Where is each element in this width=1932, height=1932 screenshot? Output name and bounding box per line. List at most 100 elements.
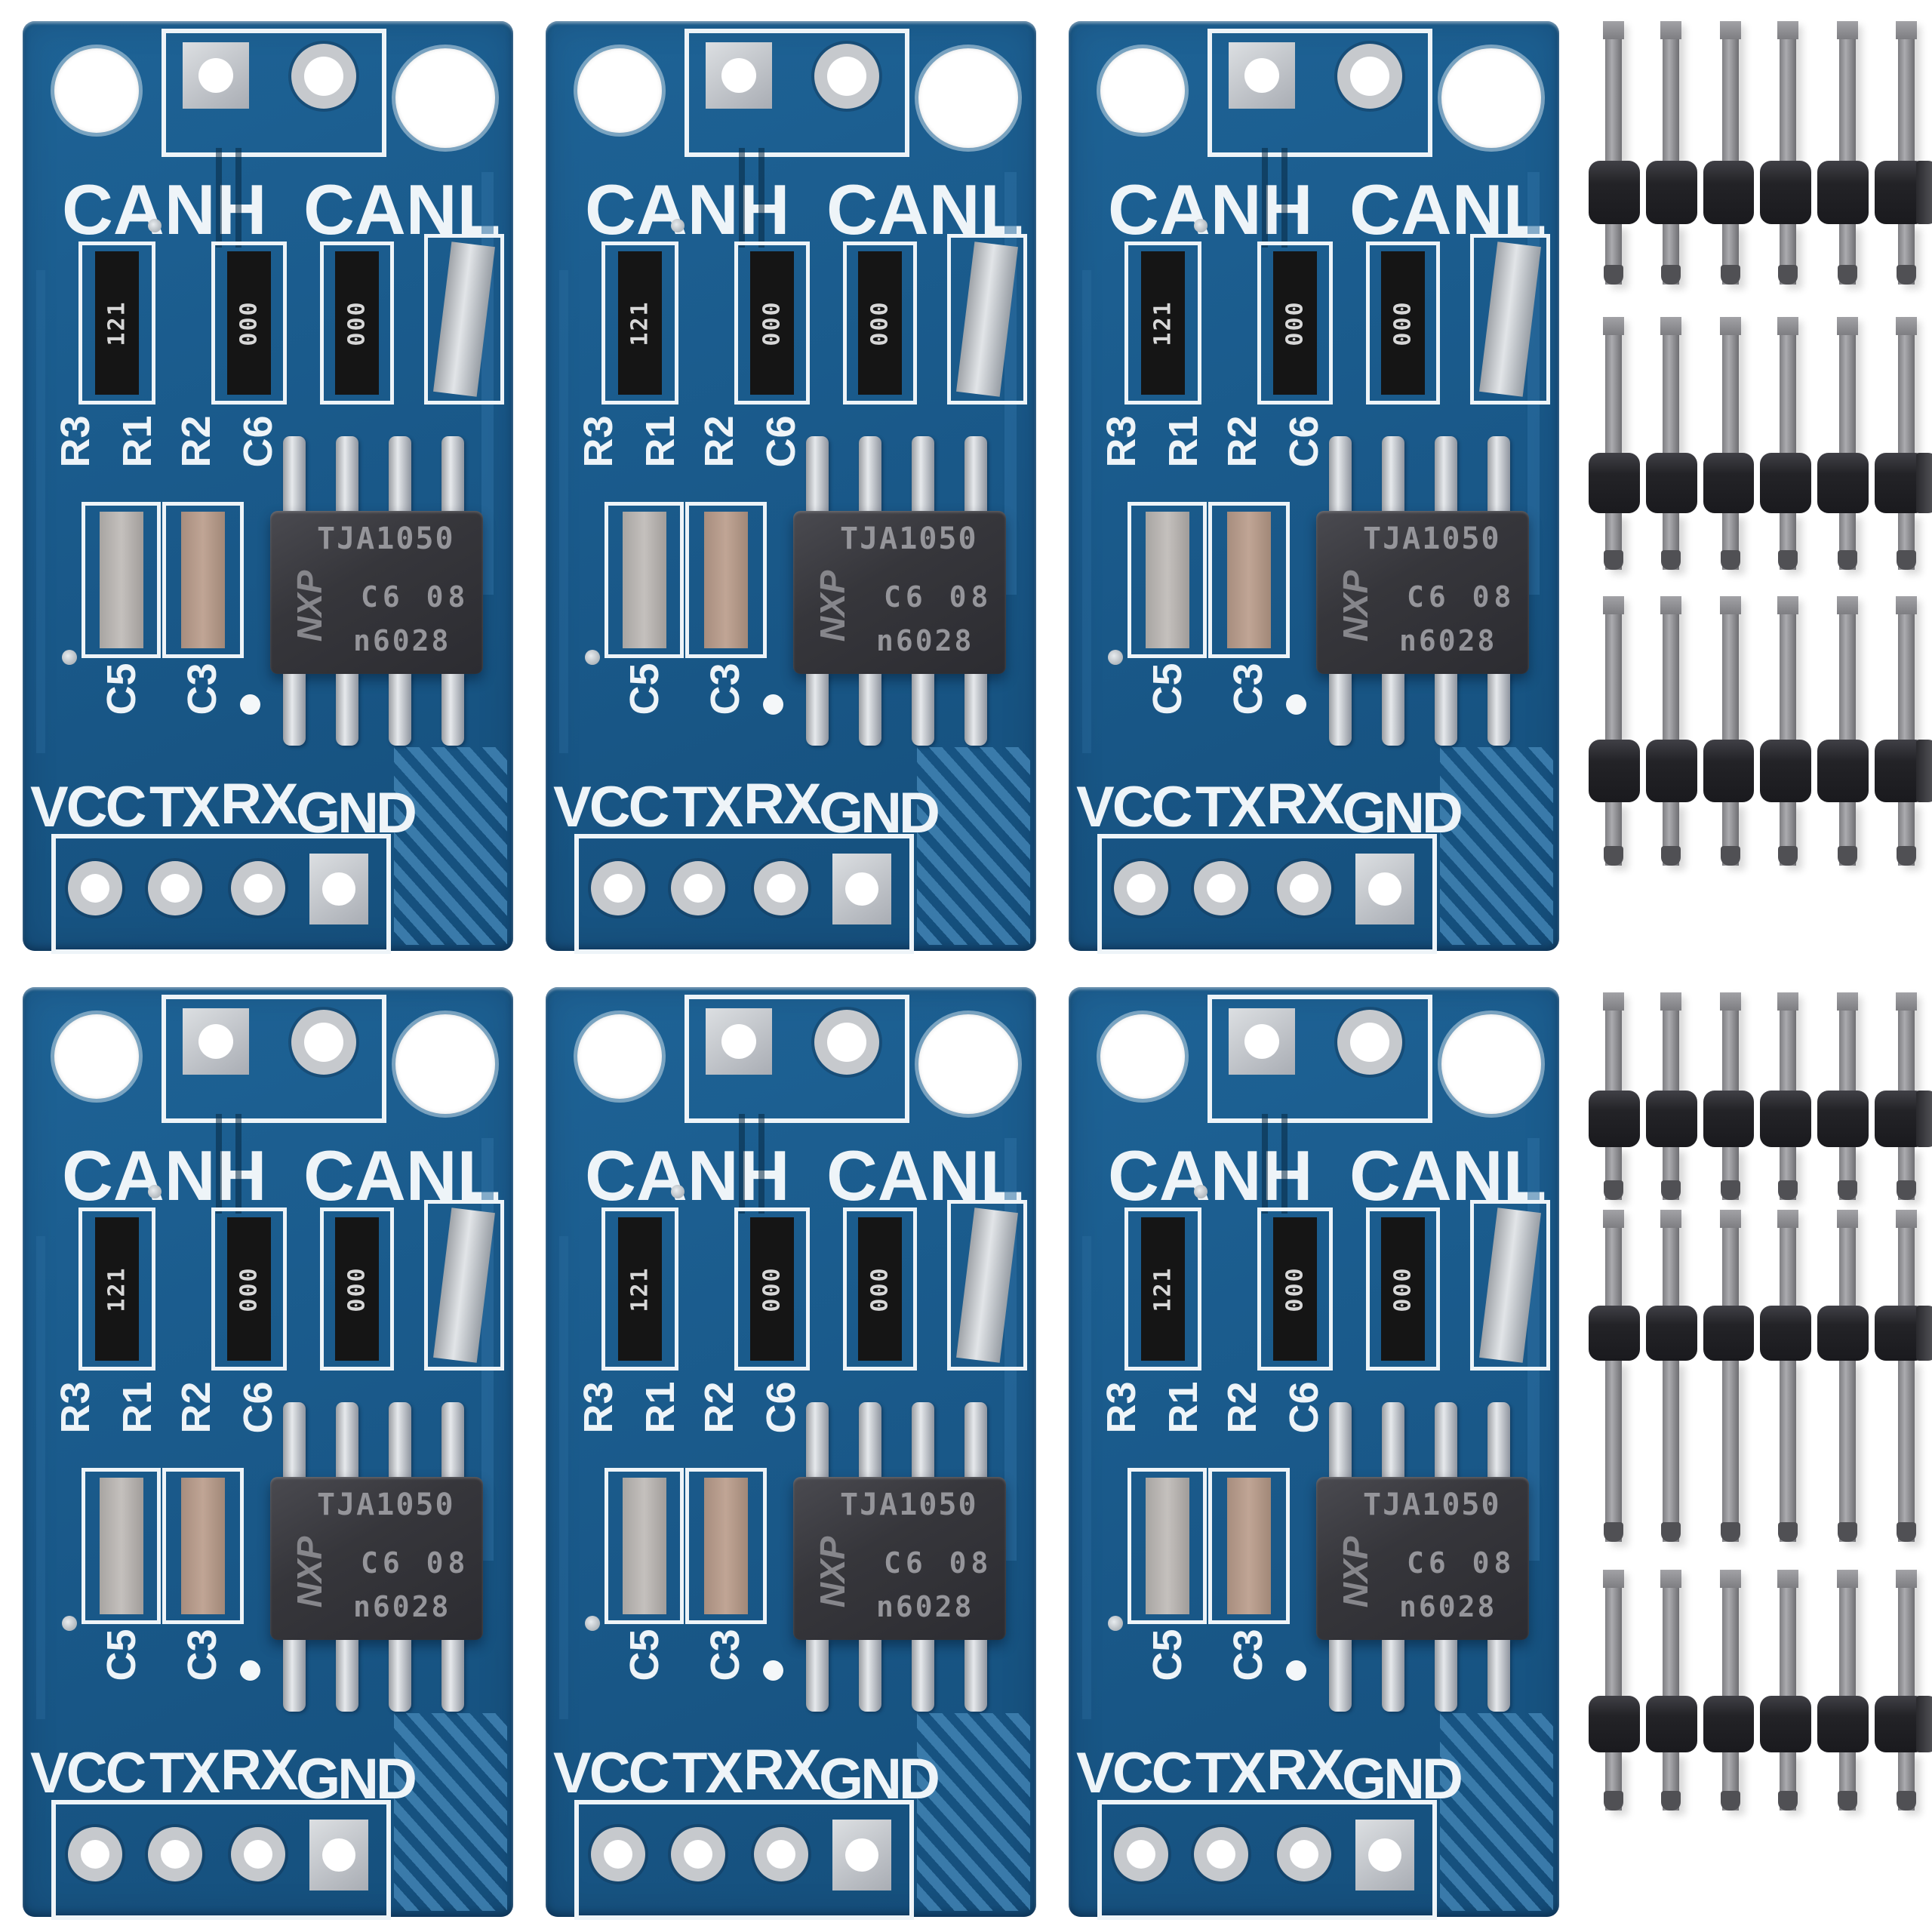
ic-pin [1382,1640,1404,1712]
ic-pin [441,436,464,512]
tx-label: TX [149,1741,220,1805]
gnd-solder-pad [309,1820,368,1890]
can-transceiver-module-board: CANH CANL 121 000 [546,987,1036,1920]
housing-end-cap [1916,1696,1932,1752]
header-pin [1720,992,1741,1091]
pin-tip [1660,21,1681,39]
header-pins-long [1589,1570,1928,1696]
housing-segment [1589,161,1640,224]
pin-tip [1896,1570,1917,1588]
vcc-solder-pad [1114,861,1168,915]
ic-pin [806,674,829,746]
mounting-hole-top-left [577,48,662,133]
resistor-r2: 000 [843,1208,917,1371]
r3-label: R3 [576,1381,621,1434]
capacitor-face [622,512,666,648]
resistor-r2: 000 [320,1208,394,1371]
pin-tip [1721,265,1740,285]
mounting-hole-top-right [1441,48,1541,148]
ic-pin [1435,436,1457,512]
vcc-solder-pad [1114,1827,1168,1881]
nxp-logo: NXP [290,570,329,642]
pcb-trace [758,148,764,248]
r1-label: R1 [115,1381,160,1434]
pin-connector-outline [574,1800,914,1920]
tx-solder-pad [671,1827,725,1881]
capacitor-c5 [605,502,684,658]
capacitor-face [956,242,1018,397]
capacitor-c6 [1470,1200,1550,1371]
rx-label: RX [220,1738,299,1802]
capacitor-c5 [1128,1468,1207,1624]
resistor-r3: 121 [78,1208,155,1371]
ic-pin [1329,674,1352,746]
tx-label: TX [1195,775,1266,839]
pcb-trace [1082,270,1091,753]
resistor-marking: 000 [235,1266,263,1312]
ic-pin [964,674,987,746]
pin-tip [1896,21,1917,39]
pin1-marker-dot [240,694,260,715]
resistor-r1: 000 [211,242,287,405]
pin-tip [1660,992,1681,1011]
smd-capacitor-body [956,242,1018,397]
pcb-trace [36,1236,45,1719]
vcc-label: VCC [1076,775,1192,839]
resistor-r3: 121 [1124,242,1201,405]
pin-tip [1661,1791,1681,1810]
resistor-r3: 121 [1124,1208,1201,1371]
tx-label: TX [149,775,220,839]
pin-tip [1837,317,1858,335]
ic-pin [1435,1640,1457,1712]
ic-pin [964,436,987,512]
housing-segment [1589,1306,1640,1361]
header-pin [1897,802,1916,866]
pcb-trace [1262,1114,1268,1214]
nxp-logo: NXP [290,1536,329,1608]
header-pin [1838,1361,1857,1542]
header-pin [1661,1361,1681,1542]
rx-solder-pad [1277,861,1331,915]
resistor-face: 000 [1273,251,1317,395]
header-pin [1896,596,1917,740]
capacitor-c3 [685,502,767,658]
ic-package-body: TJA1050 C6 08 n6028 NXP [1316,511,1529,674]
smd-resistor-body: 121 [618,1217,662,1361]
pcb-via [585,1616,600,1631]
header-pin [1897,513,1916,570]
ic-pin [964,1402,987,1478]
tja1050-ic: TJA1050 C6 08 n6028 NXP [240,436,483,746]
capacitor-c6 [424,234,504,405]
pin1-marker-dot [763,1660,783,1681]
r1-label: R1 [638,1381,683,1434]
resistor-r3: 121 [601,1208,678,1371]
header-pin [1897,1752,1916,1810]
ic-marking-line3: n6028 [1399,1590,1497,1623]
smd-capacitor-body [433,242,495,397]
r3-label: R3 [53,415,98,468]
pin-tip [1720,992,1741,1011]
pin-tip [1721,1791,1740,1810]
pin-tip [1778,1180,1798,1200]
pcb-trace [758,1114,764,1214]
canl-solder-pad [291,44,356,109]
canl-solder-pad [1337,1010,1402,1075]
rx-label: RX [743,1738,822,1802]
ic-marking-line1: TJA1050 [317,1487,455,1522]
housing-segment [1589,453,1640,513]
header-pins-short [1589,802,1928,866]
pin-tip [1777,1570,1798,1588]
canl-solder-pad [291,1010,356,1075]
canh-label: CANH [1108,170,1313,249]
header-pin [1896,992,1917,1091]
header-pin [1777,992,1798,1091]
can-connector-outline [1208,29,1432,157]
can-transceiver-module-board: CANH CANL 121 000 [1069,987,1559,1920]
header-pin [1660,1570,1681,1696]
pin-tip [1897,1791,1916,1810]
ic-pin [336,674,358,746]
smd-capacitor-body [704,1478,748,1614]
pin1-marker-dot [1286,1660,1306,1681]
header-pin [1603,317,1624,453]
smd-resistor-body: 121 [95,1217,139,1361]
